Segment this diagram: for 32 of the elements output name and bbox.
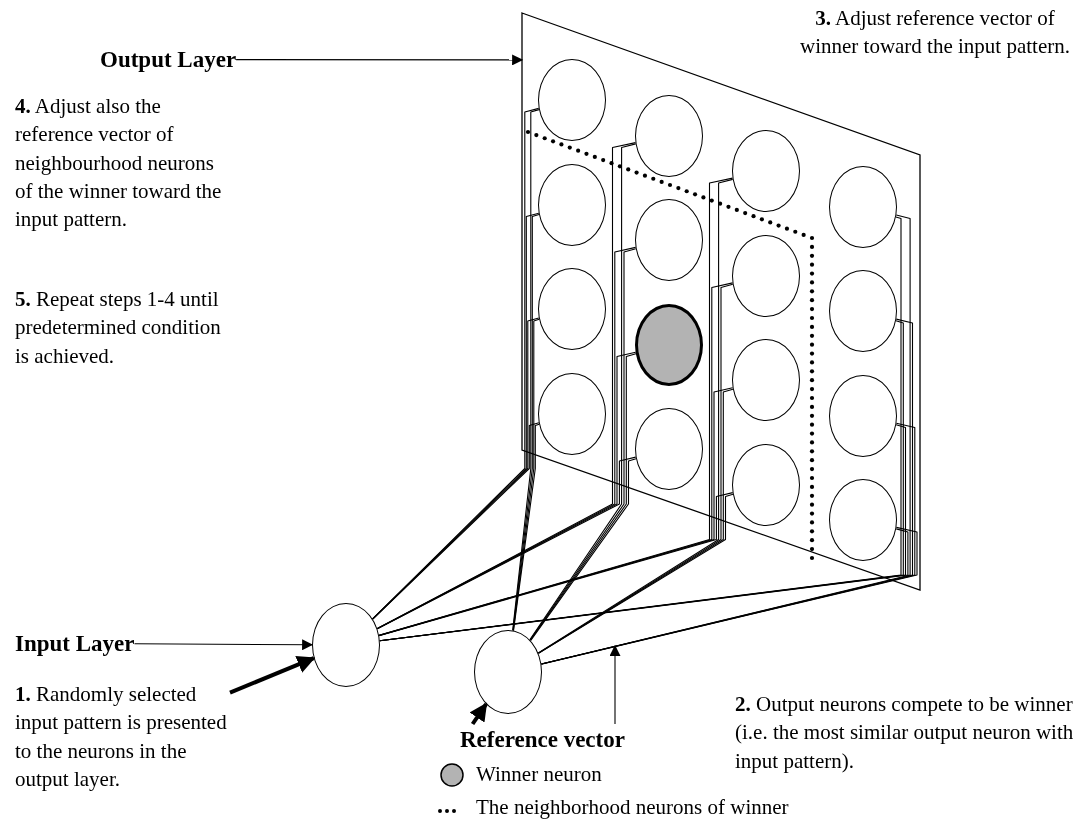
connection-line — [537, 178, 734, 654]
step-text: 1. Randomly selected input pattern is presented to the neurons in the output layer. — [15, 680, 230, 794]
legend-text: Winner neuron — [476, 761, 602, 788]
step-text: 4. Adjust also the reference vector of neighbourhood neurons of the winner toward the input pattern. — [15, 93, 223, 234]
arrow — [133, 639, 314, 651]
connection-line — [376, 456, 637, 630]
connection-line — [529, 143, 637, 641]
connection-line — [529, 353, 637, 641]
connection-line — [512, 213, 540, 631]
connection-line — [378, 387, 734, 637]
connection-line — [379, 528, 909, 642]
connection-line — [540, 526, 918, 665]
step-text: 3. Adjust reference vector of winner toward the input pattern. — [799, 5, 1071, 61]
connection-line — [530, 458, 637, 642]
connection-line — [529, 248, 637, 641]
connection-line — [372, 317, 540, 620]
arrow — [469, 702, 488, 726]
step-text: 5. Repeat steps 1-4 until predetermined condition is achieved. — [15, 286, 222, 370]
connection-line — [537, 493, 734, 654]
connection-line — [378, 492, 734, 637]
layer-heading: Input Layer — [15, 628, 135, 660]
legend-text: The neighborhood neurons of winner — [476, 794, 789, 821]
arrow — [609, 644, 621, 725]
annotation-label: Reference vector — [460, 724, 625, 756]
connection-line — [537, 388, 734, 654]
connection-line — [512, 109, 540, 631]
step-text: 2. Output neurons compete to be winner (i.e. the most similar output neuron with input pattern). — [735, 691, 1075, 775]
arrow — [235, 54, 524, 66]
connection-line — [372, 422, 540, 620]
connection-line — [512, 423, 540, 632]
arrow — [229, 656, 316, 695]
layer-heading: Output Layer — [100, 44, 237, 76]
